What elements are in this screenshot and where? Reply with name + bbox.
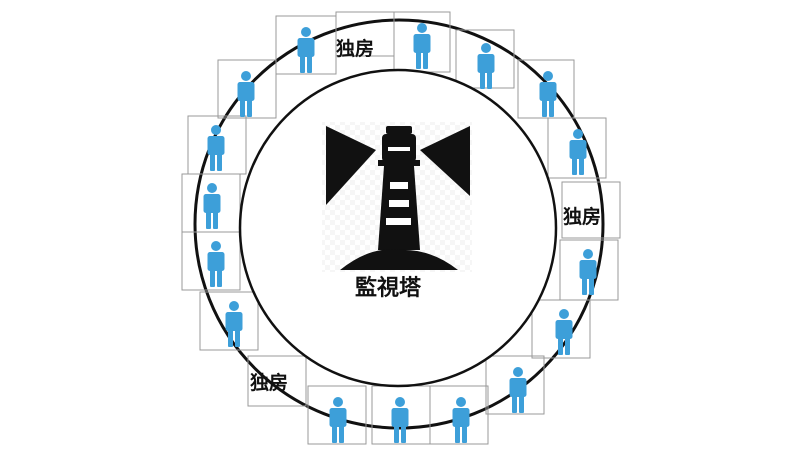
person-icon <box>579 249 597 295</box>
person-icon <box>225 301 243 347</box>
person-icon <box>555 309 573 355</box>
person-icon <box>237 71 255 117</box>
cell-box <box>561 181 621 239</box>
person-icon <box>207 241 225 287</box>
person-icon <box>203 183 221 229</box>
cell-box <box>187 115 247 175</box>
cell-label-right: 独房 <box>563 206 602 228</box>
person-icon <box>477 43 495 89</box>
tower-label: 監視塔 <box>355 276 422 301</box>
cell-box <box>199 291 259 351</box>
person-icon <box>391 397 409 443</box>
cell-box <box>531 299 591 359</box>
cell-label-bottom: 独房 <box>250 372 289 394</box>
cell-box <box>485 355 545 415</box>
cell-box <box>307 385 367 445</box>
person-icon <box>329 397 347 443</box>
cell-box <box>247 355 307 407</box>
person-icon <box>452 397 470 443</box>
person-icon <box>207 125 225 171</box>
person-icon <box>297 27 315 73</box>
person-icon <box>413 23 431 69</box>
cell-box <box>217 59 277 119</box>
lighthouse-icon <box>322 122 472 272</box>
person-icon <box>509 367 527 413</box>
cell-box <box>547 117 607 179</box>
cell-box <box>517 59 575 119</box>
cell-label-top: 独房 <box>336 38 375 60</box>
cell-box <box>335 11 395 57</box>
